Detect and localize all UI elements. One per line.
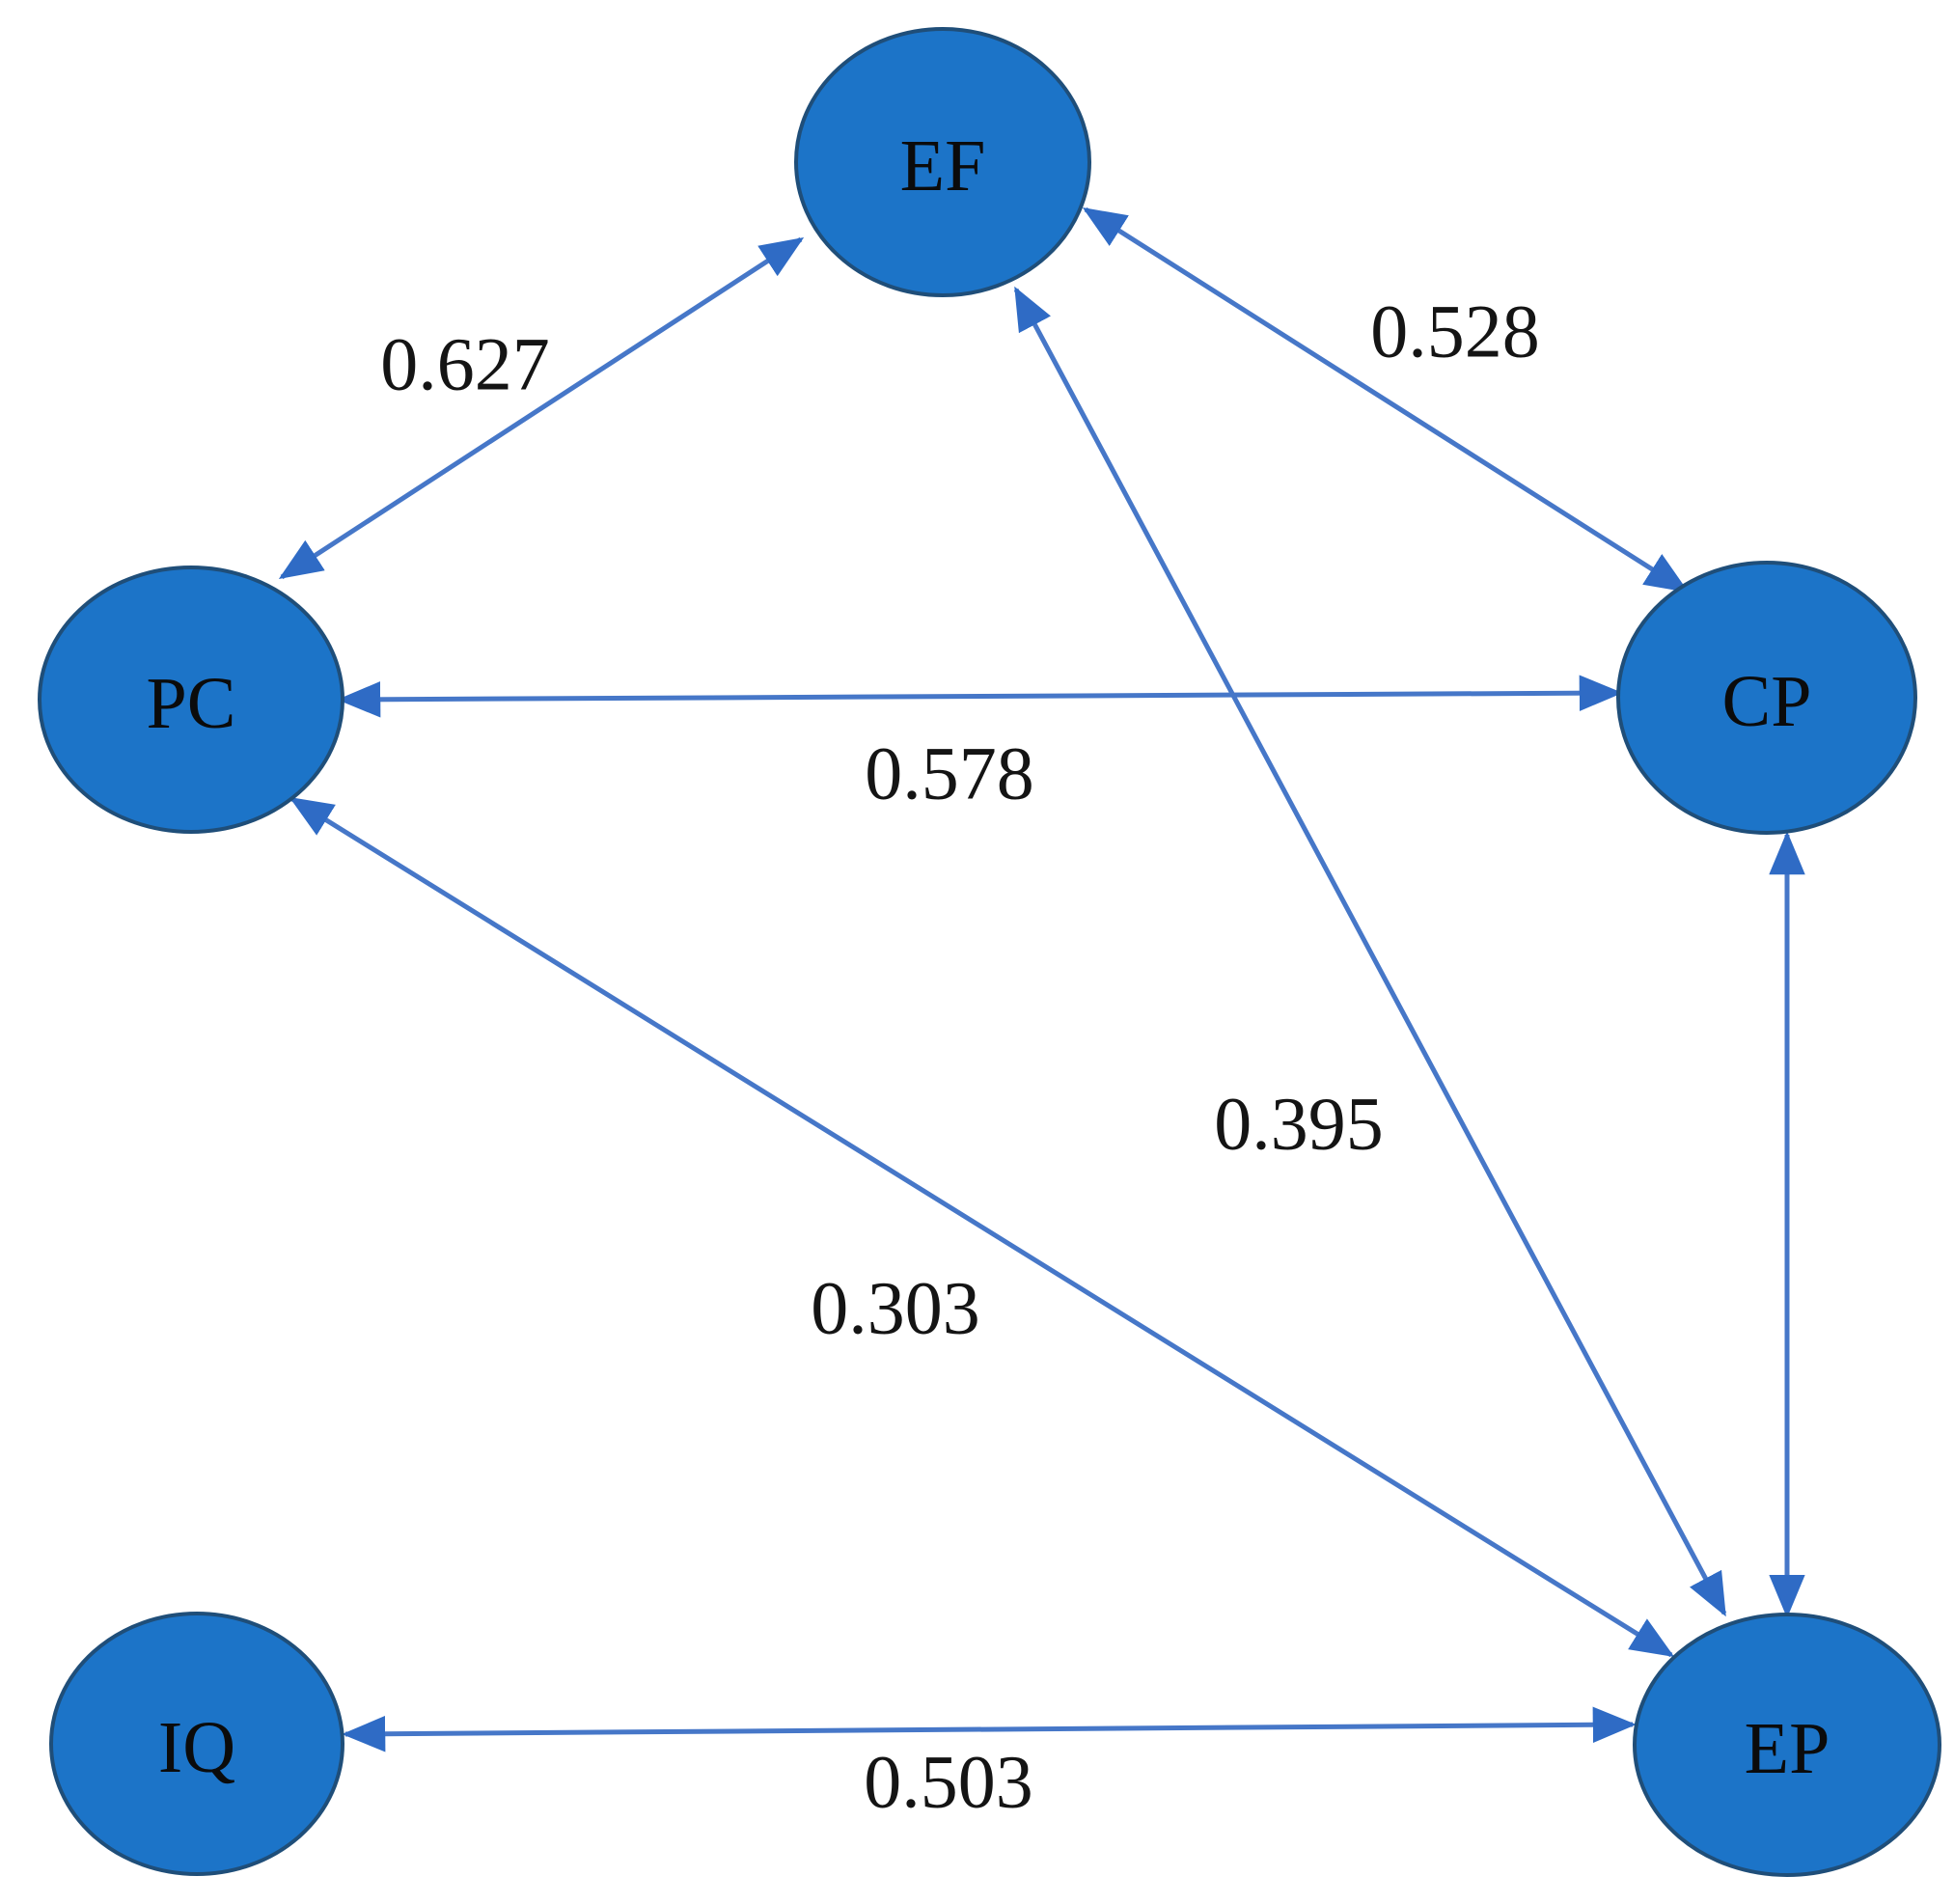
edge-iq-ep-value: 0.503 bbox=[864, 1740, 1033, 1824]
edge-ef-cp-value: 0.528 bbox=[1370, 290, 1540, 373]
node-ep-shape bbox=[1633, 1613, 1941, 1877]
edge-pc-cp bbox=[337, 675, 1623, 718]
edge-ef-cp bbox=[1082, 207, 1690, 593]
edge-ef-ep-value: 0.395 bbox=[1214, 1082, 1384, 1166]
edge-ef-ep bbox=[1013, 286, 1727, 1617]
node-ef-label: EF bbox=[900, 125, 986, 207]
node-pc-shape bbox=[38, 566, 344, 834]
node-cp-label: CP bbox=[1722, 661, 1812, 742]
edge-pc-ep bbox=[289, 796, 1675, 1658]
node-ep-label: EP bbox=[1745, 1708, 1830, 1789]
node-cp-shape bbox=[1616, 561, 1917, 835]
node-iq-shape bbox=[49, 1612, 344, 1876]
node-pc-label: PC bbox=[147, 663, 236, 744]
node-iq-label: IQ bbox=[158, 1707, 235, 1788]
edge-iq-ep bbox=[342, 1706, 1637, 1752]
edge-pc-cp-value: 0.578 bbox=[865, 731, 1034, 815]
edge-pc-ef-value: 0.627 bbox=[380, 322, 550, 406]
node-ef-shape bbox=[794, 27, 1091, 297]
edge-pc-ep-value: 0.303 bbox=[811, 1266, 980, 1350]
edge-pc-ef bbox=[278, 236, 805, 580]
